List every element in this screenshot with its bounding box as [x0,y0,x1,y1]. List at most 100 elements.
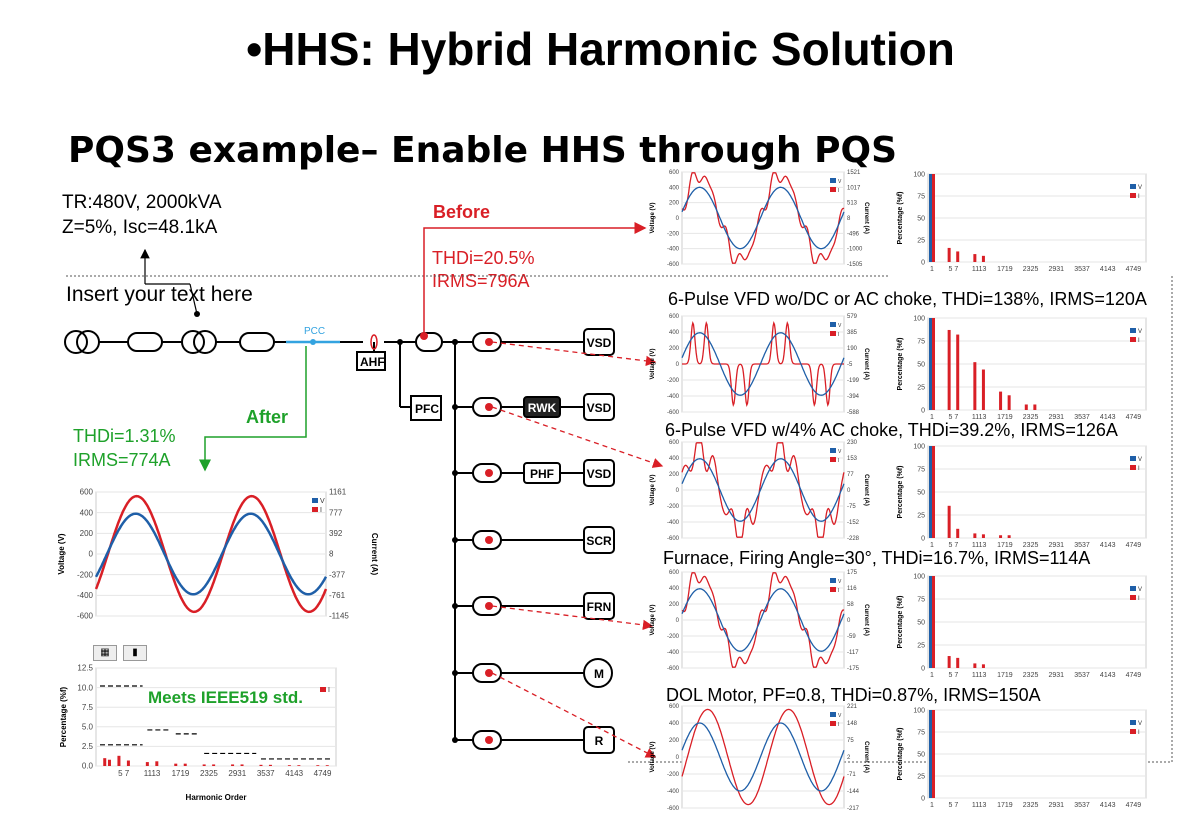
legend-current-swatch [1130,595,1136,600]
x-tick-label: 2325 [1023,672,1039,679]
y-tick-label: 200 [669,472,680,478]
x-tick-label: 4143 [1100,802,1116,809]
feeder-sensor-dot [485,469,493,477]
legend-voltage-swatch [830,178,836,183]
current-series-line [682,321,844,407]
y-tick-label: 25 [917,773,925,780]
before-thd: THDi=20.5% [432,248,535,268]
y-tick-label: 100 [913,171,925,178]
legend-current-label: I [1138,194,1140,200]
y2-tick-label: 1161 [329,488,347,497]
y2-tick-label: 1017 [847,185,861,191]
y-tick-label: -200 [667,634,680,640]
legend-current-swatch [1130,729,1136,734]
transformer-spec-line1: TR:480V, 2000kVA [62,192,222,213]
x-tick-label: 1113 [972,266,987,273]
load-label: VSD [587,467,612,481]
y-tick-label: 600 [669,314,680,320]
y-tick-label: -400 [667,789,680,795]
y2-tick-label: 392 [329,529,343,538]
y-tick-label: 400 [80,508,94,517]
x-tick-label: 5 7 [949,542,959,549]
y-tick-label: 100 [913,707,925,714]
before-values: THDi=20.5% IRMS=796A [432,247,535,293]
voltage-series-line [681,186,845,250]
y-axis-title: Percentage (%f) [897,192,904,245]
x-tick-label: 1 [930,802,934,809]
current-bar [117,755,121,766]
current-bar [932,318,935,410]
current-bar [287,765,291,766]
legend-current-swatch [312,507,318,512]
legend-voltage-swatch [1130,184,1136,189]
y-tick-label: -400 [667,394,680,400]
x-tick-label: 4143 [1100,542,1116,549]
x-tick-label: 4749 [314,769,332,778]
y2-tick-label: -761 [329,591,346,600]
y2-tick-label: 77 [847,472,854,478]
plot-area [95,667,337,767]
x-tick-label: 5 7 [949,266,959,273]
current-bar [183,763,187,766]
y-tick-label: 0 [676,362,680,368]
y-tick-label: 5.0 [82,722,94,731]
after-thd: THDi=1.31% [73,426,176,446]
current-bar [981,534,985,538]
current-bar [103,758,107,766]
current-bar [932,576,935,668]
current-bar [947,329,951,410]
legend-voltage-label: V [1138,587,1142,593]
legend-current-swatch [830,187,836,192]
legend-voltage-label: V [838,449,842,455]
x-tick-label: 1719 [172,769,190,778]
feeder-node [452,404,458,410]
pcc-node [310,339,316,345]
pfc-box [410,395,442,421]
legend-voltage-swatch [1130,456,1136,461]
insert-text-placeholder[interactable]: Insert your text here [66,283,253,306]
feeder-sensor-dot [485,602,493,610]
y-tick-label: 10.0 [77,683,93,692]
y-axis-title: Percentage (%f) [897,338,904,391]
y2-tick-label: 175 [847,570,858,576]
current-bar [1033,404,1037,410]
y-tick-label: 12.5 [77,664,93,673]
voltage-bar [929,446,932,538]
legend-voltage-label: V [838,179,842,185]
y-tick-label: 75 [917,338,925,345]
x-tick-label: 5 7 [949,802,959,809]
current-bar [107,759,111,766]
x-tick-label: 3537 [257,769,275,778]
table-view-button[interactable]: ▦ [93,645,117,661]
y2-tick-label: 148 [847,721,858,727]
load-label: FRN [587,600,612,614]
y-axis-title: Voltage (V) [58,533,66,575]
legend-voltage-swatch [312,498,318,503]
before-arrow [423,222,647,332]
x-tick-label: 4143 [1100,414,1116,421]
x-tick-label: 1719 [997,414,1013,421]
y-tick-label: 600 [669,704,680,710]
y2-axis-title: Current (A) [863,348,869,380]
y2-tick-label: 75 [847,738,854,744]
meets-standard-label: Meets IEEE519 std. [148,688,303,707]
legend-voltage-label: V [1138,185,1142,191]
legend-current-label: I [1138,466,1140,472]
chart-view-button[interactable]: ▮ [123,645,147,661]
legend-current-swatch [1130,337,1136,342]
legend-voltage-swatch [1130,328,1136,333]
x-tick-label: 2325 [1023,802,1039,809]
y-tick-label: -200 [667,378,680,384]
y-tick-label: 600 [669,440,680,446]
y2-tick-label: -377 [329,570,346,579]
current-bar [981,255,985,262]
y2-tick-label: -59 [847,634,856,640]
legend-voltage-swatch [830,578,836,583]
y-tick-label: -600 [667,806,680,812]
y-tick-label: -600 [77,612,94,621]
ahf-box [356,351,386,371]
load-label: SCR [586,534,612,548]
